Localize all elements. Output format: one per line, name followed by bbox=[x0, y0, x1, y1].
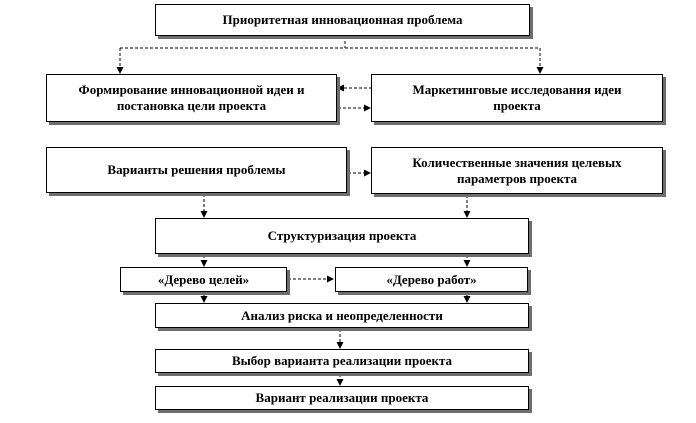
box-structuring: Структуризация проекта bbox=[155, 218, 529, 254]
box-solution-variants-label: Варианты решения проблемы bbox=[107, 162, 286, 177]
box-marketing-research: Маркетинговые исследования идеи проекта bbox=[371, 74, 663, 122]
box-solution-variants: Варианты решения проблемы bbox=[46, 147, 347, 193]
box-implementation-variant-label: Вариант реализации проекта bbox=[255, 390, 429, 405]
box-idea-formation: Формирование инновационной идеи и постан… bbox=[46, 74, 337, 122]
box-structuring-label: Структуризация проекта bbox=[267, 228, 417, 243]
box-target-parameters-label: Количественные значения целевых параметр… bbox=[412, 154, 622, 186]
box-work-tree-label: «Дерево работ» bbox=[386, 271, 477, 287]
box-idea-formation-label: Формирование инновационной идеи и постан… bbox=[78, 82, 305, 113]
box-risk-analysis-label: Анализ риска и неопределенности bbox=[241, 307, 443, 323]
box-implementation-variant: Вариант реализации проекта bbox=[155, 386, 529, 410]
box-risk-analysis: Анализ риска и неопределенности bbox=[155, 303, 529, 328]
box-work-tree: «Дерево работ» bbox=[335, 267, 528, 292]
box-goal-tree-label: «Дерево целей» bbox=[157, 271, 250, 287]
box-priority-problem: Приоритетная инновационная проблема bbox=[155, 4, 530, 36]
box-marketing-research-label: Маркетинговые исследования идеи проекта bbox=[412, 82, 622, 113]
box-goal-tree: «Дерево целей» bbox=[120, 267, 287, 292]
box-variant-choice-label: Выбор варианта реализации проекта bbox=[231, 353, 453, 368]
box-target-parameters: Количественные значения целевых параметр… bbox=[371, 147, 663, 194]
box-priority-problem-label: Приоритетная инновационная проблема bbox=[222, 12, 463, 27]
box-variant-choice: Выбор варианта реализации проекта bbox=[155, 349, 529, 373]
